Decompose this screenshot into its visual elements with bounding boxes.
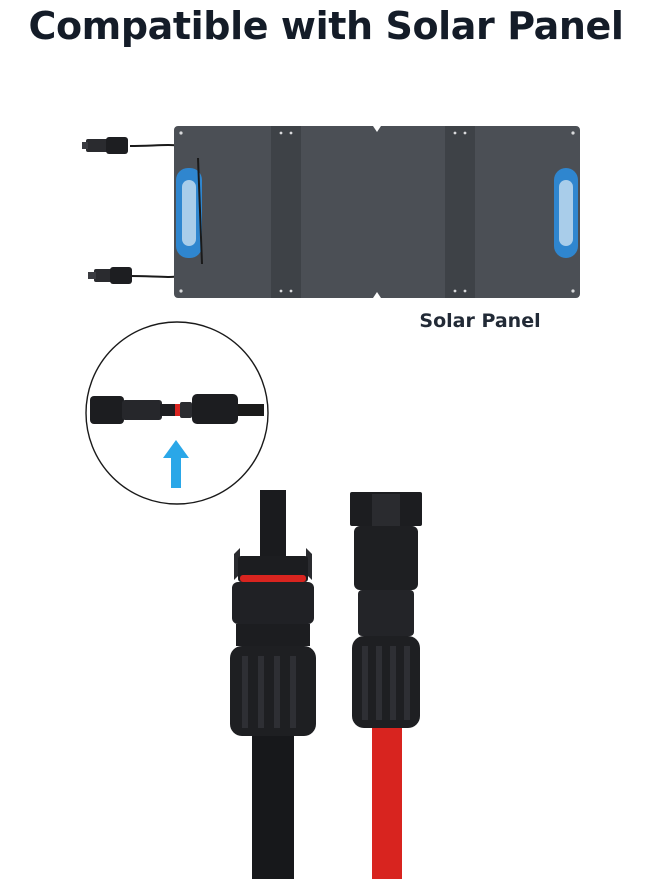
mc4-female-connector xyxy=(350,492,422,879)
headline-title: Compatible with Solar Panel xyxy=(28,4,624,48)
mc4-connector-icon xyxy=(88,267,132,284)
solar-panel-label: Solar Panel xyxy=(419,310,541,332)
solar-panel-icon xyxy=(174,126,580,298)
mc4-connector-icon xyxy=(90,394,264,424)
mc4-male-connector xyxy=(230,490,316,879)
mc4-connector-pair xyxy=(230,490,422,879)
connector-zoom-inset xyxy=(85,321,269,505)
solar-panel-illustration xyxy=(82,126,580,298)
up-arrow-icon xyxy=(163,440,189,488)
mc4-connector-icon xyxy=(82,137,128,154)
